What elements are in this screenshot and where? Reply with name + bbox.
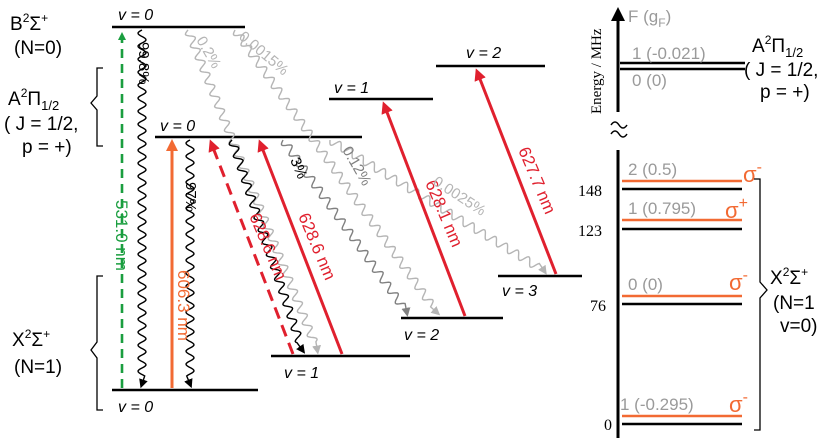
f-column-header: F (gF): [628, 7, 671, 30]
b-state-label: B2Σ+: [10, 11, 48, 35]
decay-arrows: [137, 29, 547, 389]
level-a-v0-label: v = 0: [160, 118, 195, 135]
x-state-label-right: X2Σ+: [770, 265, 808, 289]
x-state-bracket: [90, 275, 103, 411]
x-state-label-left: X2Σ+: [12, 327, 50, 351]
a-state-p-label-right: p = +): [760, 82, 810, 103]
sigma-minus-1: σ-: [743, 159, 762, 187]
a-state-bracket: [90, 67, 103, 147]
sigma-minus-3: σ-: [729, 389, 748, 417]
laser-628c-arrow: [381, 101, 467, 317]
x-state-v-label-right: v=0): [780, 316, 818, 337]
laser-627-arrow: [474, 68, 558, 275]
sigma-plus: σ+: [725, 195, 748, 223]
a-state-j-label-left: ( J = 1/2,: [4, 114, 78, 135]
laser-628b-arrow: [257, 139, 344, 355]
branch-97-label: 97%: [182, 182, 199, 212]
level-x-v1-label: v = 1: [284, 365, 319, 382]
tick-123: 123: [578, 223, 602, 240]
decay-b-to-x2: [232, 29, 441, 316]
level-a-v1-label: v = 1: [334, 80, 369, 97]
branch-0-12-label: 0.12%: [339, 144, 375, 189]
level-x-v0-label: v = 0: [118, 399, 153, 416]
a-state-j-label-right: ( J = 1/2,: [744, 60, 818, 81]
a-level-f0-label: 0 (0): [632, 71, 667, 90]
x-level-f0-label: 0 (0): [628, 275, 663, 294]
tick-76: 76: [590, 298, 606, 315]
decay-b-to-x0: [137, 29, 148, 389]
b-state-n-label: (N=0): [14, 38, 62, 59]
x-level-f1b-label: 1 (-0.295): [620, 395, 694, 414]
decay-b-to-x1: [184, 29, 321, 355]
decay-a-to-x1: [228, 139, 306, 354]
x-state-bracket-right: [754, 178, 768, 431]
laser-628a-arrow: [208, 139, 295, 355]
branch-0-0015-label: 0.0015%: [235, 28, 291, 79]
a-state-p-label-left: p = +): [22, 137, 72, 158]
level-a-v2-label: v = 2: [466, 45, 501, 62]
level-x-v3-label: v = 3: [502, 283, 537, 300]
level-b-v0-label: v = 0: [118, 7, 153, 24]
x-state-n-label-left: (N=1): [14, 357, 62, 378]
x-level-f1a-label: 1 (0.795): [628, 199, 696, 218]
tick-0: 0: [604, 417, 612, 434]
energy-axis-label: Energy / MHz: [589, 28, 605, 114]
decay-a-to-x2: [280, 139, 411, 317]
a-state-label-right: A2Π1/2: [752, 33, 803, 60]
sigma-minus-2: σ-: [729, 267, 748, 295]
branch-0-2-label: 0.2%: [193, 34, 225, 72]
x-state-n-label-right: (N=1: [773, 293, 815, 314]
branch-99-8-label: 99.8%: [135, 42, 152, 85]
level-x-v2-label: v = 2: [404, 327, 439, 344]
decay-a-to-x0: [184, 139, 195, 389]
laser-531-label: 531.0 nm: [112, 200, 131, 271]
a-level-f1-label: 1 (-0.021): [632, 44, 706, 63]
x-level-f2-label: 2 (0.5): [628, 160, 677, 179]
axis-break-mark-1: [610, 121, 628, 129]
a-state-label-left: A2Π1/2: [8, 86, 59, 113]
axis-break-mark-2: [610, 130, 628, 138]
tick-148: 148: [578, 183, 602, 200]
decay-a-to-x3: [329, 139, 547, 275]
laser-606-label: 606.3 nm: [174, 270, 193, 341]
